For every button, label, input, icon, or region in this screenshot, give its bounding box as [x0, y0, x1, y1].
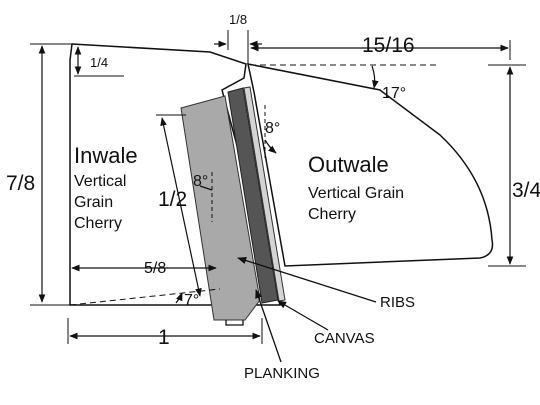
planking-label: PLANKING [244, 365, 320, 382]
outwale-title: Outwale [308, 152, 389, 177]
dim-label-outwale-height: 3/4 [512, 179, 540, 202]
dim-label-outwale-width: 15/16 [362, 34, 415, 57]
leader-canvas [277, 300, 329, 331]
leader-planking [255, 289, 282, 363]
angle-arc-8-inwale [199, 185, 213, 191]
outwale-grain-line2: Cherry [308, 206, 356, 223]
dim-label-lap: 1/8 [229, 12, 247, 27]
angle-arc-17 [371, 65, 379, 89]
inwale-grain-line2: Grain [74, 194, 113, 211]
inwale-outline [69, 43, 281, 306]
outwale-grain-line1: Vertical Grain [308, 185, 404, 202]
canvas-label: CANVAS [314, 330, 375, 347]
dim-label-inner-width: 5/8 [144, 260, 166, 277]
leader-ribs [237, 257, 377, 303]
angle-ref-line [69, 288, 221, 306]
angle-label-bottom: 7° [184, 292, 199, 309]
dim-label-ribs-height: 1/2 [158, 188, 187, 211]
planking-notch [225, 320, 244, 326]
angle-arc-8-outwale [264, 139, 277, 154]
dim-label-bottom-width: 1 [158, 326, 170, 349]
angle-arc-7 [175, 292, 183, 304]
ribs-strip [227, 87, 279, 304]
angle-label-outwale-face: 8° [265, 120, 280, 137]
dim-label-inwale-height: 7/8 [6, 172, 35, 195]
inwale-grain-line3: Cherry [74, 215, 122, 232]
angle-label-outwale-top: 17° [382, 85, 406, 102]
canvas-strip [243, 86, 286, 302]
outwale-outline [247, 63, 494, 267]
dim-label-inwale-top: 1/4 [90, 55, 108, 70]
inwale-title: Inwale [74, 143, 138, 168]
ribs-label: RIBS [380, 294, 415, 311]
inwale-grain-line1: Vertical [74, 173, 126, 190]
angle-label-inwale-face: 8° [193, 173, 208, 190]
